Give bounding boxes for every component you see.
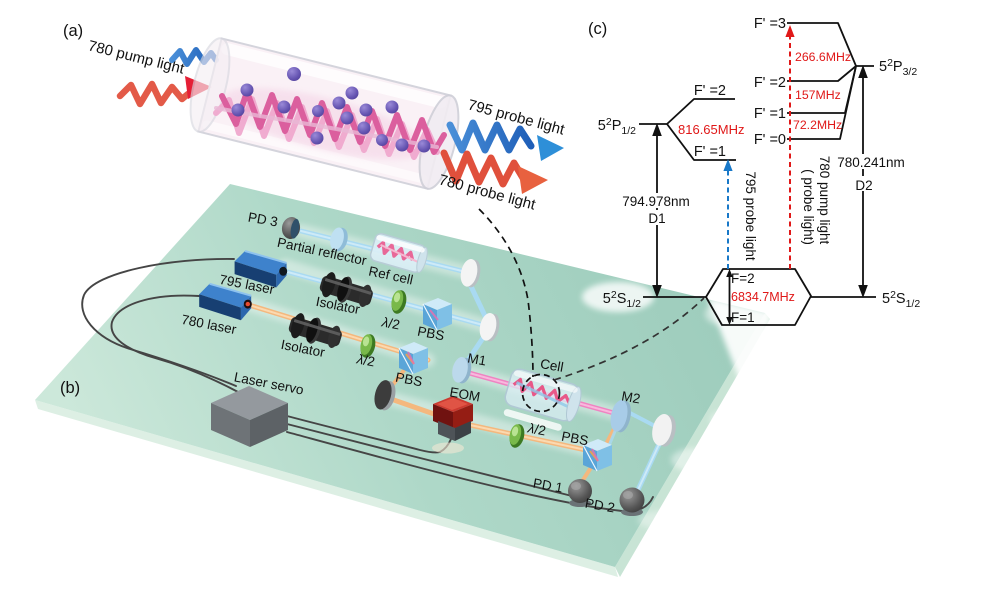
svg-text:M2: M2 — [620, 388, 641, 406]
svg-text:72.2MHz: 72.2MHz — [793, 118, 842, 132]
svg-text:D1: D1 — [648, 211, 665, 226]
svg-text:PBS: PBS — [560, 429, 589, 449]
svg-text:(b): (b) — [60, 379, 80, 397]
svg-text:F' =3: F' =3 — [754, 16, 786, 32]
svg-text:Cell: Cell — [539, 356, 565, 375]
svg-text:F' =0: F' =0 — [754, 132, 786, 148]
svg-text:F' =1: F' =1 — [694, 144, 726, 160]
svg-text:780.241nm: 780.241nm — [837, 155, 905, 170]
svg-text:266.6MHz: 266.6MHz — [795, 50, 851, 64]
svg-text:PD 3: PD 3 — [247, 210, 279, 230]
svg-text:EOM: EOM — [448, 384, 481, 404]
svg-text:PD 1: PD 1 — [532, 476, 564, 496]
svg-text:PBS: PBS — [416, 324, 445, 344]
svg-text:F=2: F=2 — [731, 271, 755, 286]
svg-text:λ/2: λ/2 — [380, 314, 401, 332]
svg-text:794.978nm: 794.978nm — [622, 194, 690, 209]
svg-text:D2: D2 — [855, 178, 872, 193]
svg-text:PBS: PBS — [394, 370, 423, 390]
svg-text:λ/2: λ/2 — [526, 420, 547, 438]
svg-text:780 pump light: 780 pump light — [817, 156, 832, 245]
svg-text:F' =2: F' =2 — [694, 83, 726, 99]
svg-text:F' =2: F' =2 — [754, 75, 786, 91]
svg-text:6834.7MHz: 6834.7MHz — [731, 290, 795, 304]
svg-text:157MHz: 157MHz — [795, 88, 841, 102]
svg-text:816.65MHz: 816.65MHz — [678, 122, 744, 137]
svg-text:λ/2: λ/2 — [355, 351, 376, 369]
svg-text:(a): (a) — [63, 22, 83, 40]
svg-text:F' =1: F' =1 — [754, 106, 786, 122]
svg-text:52P1/2: 52P1/2 — [598, 116, 636, 137]
svg-text:(c): (c) — [588, 20, 607, 38]
svg-text:M1: M1 — [466, 350, 487, 368]
svg-text:52P3/2: 52P3/2 — [879, 57, 917, 78]
svg-text:F=1: F=1 — [731, 310, 755, 325]
svg-text:PD 2: PD 2 — [584, 496, 616, 516]
svg-text:52S1/2: 52S1/2 — [882, 289, 920, 310]
svg-text:( probe light): ( probe light) — [801, 169, 816, 245]
svg-text:795 probe light: 795 probe light — [743, 171, 758, 261]
